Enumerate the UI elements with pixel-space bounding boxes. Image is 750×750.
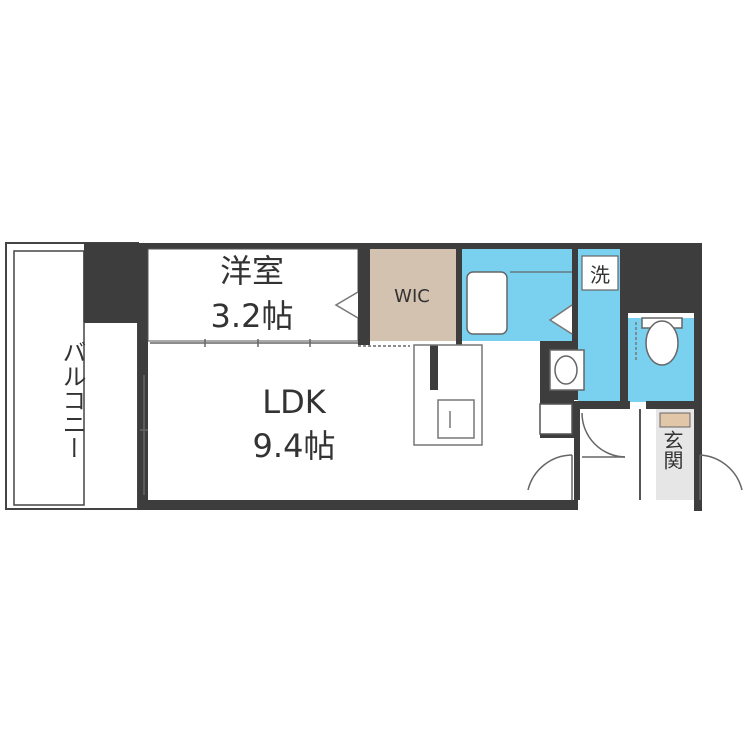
kitchen-counter: [413, 344, 483, 446]
western-room-size: 3.2帖: [211, 297, 294, 335]
ldk-name: LDK: [262, 383, 326, 421]
western-room-name: 洋室: [220, 252, 284, 290]
ldk-floor: [148, 345, 538, 500]
sliding-door: [150, 339, 410, 347]
door-swings: [527, 412, 743, 500]
storage-box: [539, 403, 573, 435]
laundry-label-box: [581, 255, 619, 291]
shoe-cabinet: [659, 412, 691, 428]
interior-walls: [358, 249, 694, 500]
wic-label: WIC: [394, 286, 430, 307]
wic-door-arrow: [548, 304, 573, 335]
washbasin: [549, 349, 585, 391]
toilet: [641, 317, 683, 366]
entrance-label: 玄関: [660, 430, 684, 470]
western-door-arrow: [334, 291, 359, 319]
balcony-label: バルコニー: [58, 340, 86, 460]
ldk-window: [140, 375, 148, 495]
bathtub: [466, 271, 508, 335]
wic-floor: [370, 249, 458, 341]
ldk-size: 9.4帖: [253, 427, 336, 465]
laundry-label: 洗: [590, 263, 610, 287]
